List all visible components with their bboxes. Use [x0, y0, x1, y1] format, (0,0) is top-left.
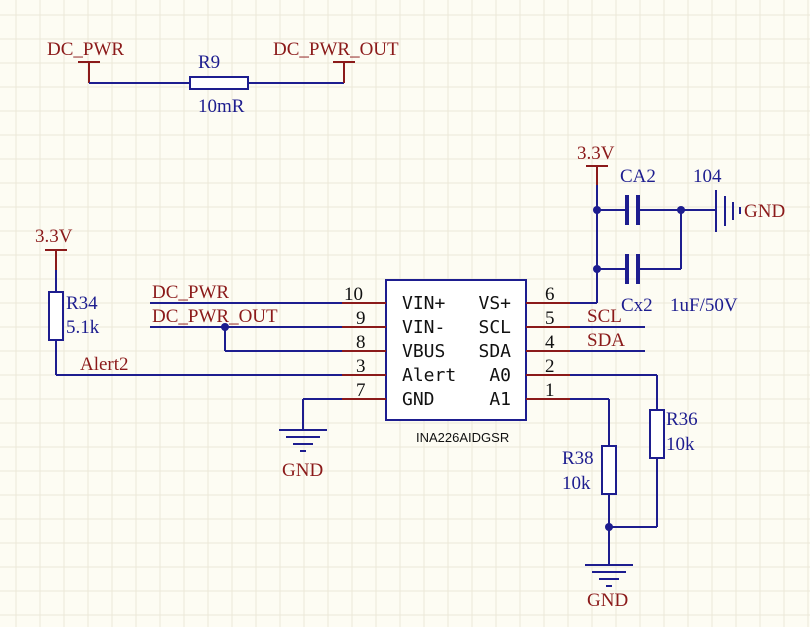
port-dc-pwr-label[interactable]: DC_PWR — [47, 39, 124, 60]
r36-designator: R36 — [666, 409, 698, 430]
junction-addr-gnd — [605, 523, 613, 531]
cx2-designator: Cx2 — [621, 295, 653, 316]
rail-3v3-right-label[interactable]: 3.3V — [577, 143, 615, 164]
pin-5-number: 5 — [545, 308, 555, 329]
gnd-ic-label[interactable]: GND — [282, 460, 323, 481]
net-dc-pwr-out-label[interactable]: DC_PWR_OUT — [152, 306, 278, 327]
pin-6-number: 6 — [545, 284, 555, 305]
net-dc-pwr-label[interactable]: DC_PWR — [152, 282, 229, 303]
r34-value: 5.1k — [66, 317, 100, 338]
r34-designator: R34 — [66, 293, 98, 314]
net-alert2-label[interactable]: Alert2 — [80, 354, 129, 375]
resistor-r36-body[interactable] — [649, 409, 665, 459]
pin-3-number: 3 — [356, 356, 366, 377]
gnd-addr-label[interactable]: GND — [587, 590, 628, 611]
ic-right-nets: SCL SDA — [570, 269, 658, 446]
port-dc-pwr-out-label[interactable]: DC_PWR_OUT — [273, 39, 399, 60]
resistor-r9-body[interactable] — [189, 76, 249, 90]
pin-alert-name: Alert — [402, 365, 456, 386]
net-sda-label[interactable]: SDA — [587, 330, 625, 351]
ic-body[interactable] — [385, 279, 527, 421]
pin-8-number: 8 — [356, 332, 366, 353]
resistor-r34-body[interactable] — [48, 291, 64, 341]
ic-left-nets: DC_PWR DC_PWR_OUT — [150, 282, 342, 430]
pin-7-number: 7 — [356, 380, 366, 401]
r9-value: 10mR — [198, 96, 245, 117]
junction-caps-right — [677, 206, 685, 214]
alert-pullup: 3.3V R34 5.1k Alert2 — [35, 226, 342, 376]
ca2-value: 104 — [693, 166, 722, 187]
pin-4-number: 4 — [545, 332, 555, 353]
pin-10-number: 10 — [344, 284, 363, 305]
pin-vin-minus-name: VIN- — [402, 317, 445, 338]
pin-vs-plus-name: VS+ — [478, 293, 511, 314]
pin-a0-name: A0 — [489, 365, 511, 386]
pin-9-number: 9 — [356, 308, 366, 329]
pin-2-number: 2 — [545, 356, 555, 377]
r38-value: 10k — [562, 473, 591, 494]
ca2-designator: CA2 — [620, 166, 656, 187]
gnd-right-label[interactable]: GND — [744, 201, 785, 222]
rail-3v3-left-label[interactable]: 3.3V — [35, 226, 73, 247]
pin-1-number: 1 — [545, 380, 555, 401]
junction-ca2-left — [593, 206, 601, 214]
address-network: R36 10k R38 10k GND — [562, 409, 698, 611]
junction-vbus — [221, 323, 229, 331]
ic-ina226[interactable]: INA226AIDGSR 10 9 8 3 7 VIN+ VIN- VBUS A… — [342, 279, 570, 445]
ic-part-number: INA226AIDGSR — [416, 430, 509, 445]
decoupling-network: 3.3V CA2 104 Cx2 1uF/50V GND — [577, 143, 785, 316]
pin-vbus-name: VBUS — [402, 341, 445, 362]
pin-gnd-name: GND — [402, 389, 435, 410]
gnd-symbol-ic: GND — [279, 429, 327, 481]
pin-vin-plus-name: VIN+ — [402, 293, 446, 314]
junction-cx2-left — [593, 265, 601, 273]
resistor-r38-body[interactable] — [601, 445, 617, 495]
pin-sda-name: SDA — [478, 341, 511, 362]
r9-designator: R9 — [198, 52, 220, 73]
cx2-value: 1uF/50V — [670, 295, 738, 316]
net-scl-label[interactable]: SCL — [587, 306, 622, 327]
r38-designator: R38 — [562, 448, 594, 469]
pin-scl-name: SCL — [478, 317, 511, 338]
pin-a1-name: A1 — [489, 389, 511, 410]
shunt-network: DC_PWR R9 10mR DC_PWR_OUT — [47, 39, 399, 117]
r36-value: 10k — [666, 434, 695, 455]
